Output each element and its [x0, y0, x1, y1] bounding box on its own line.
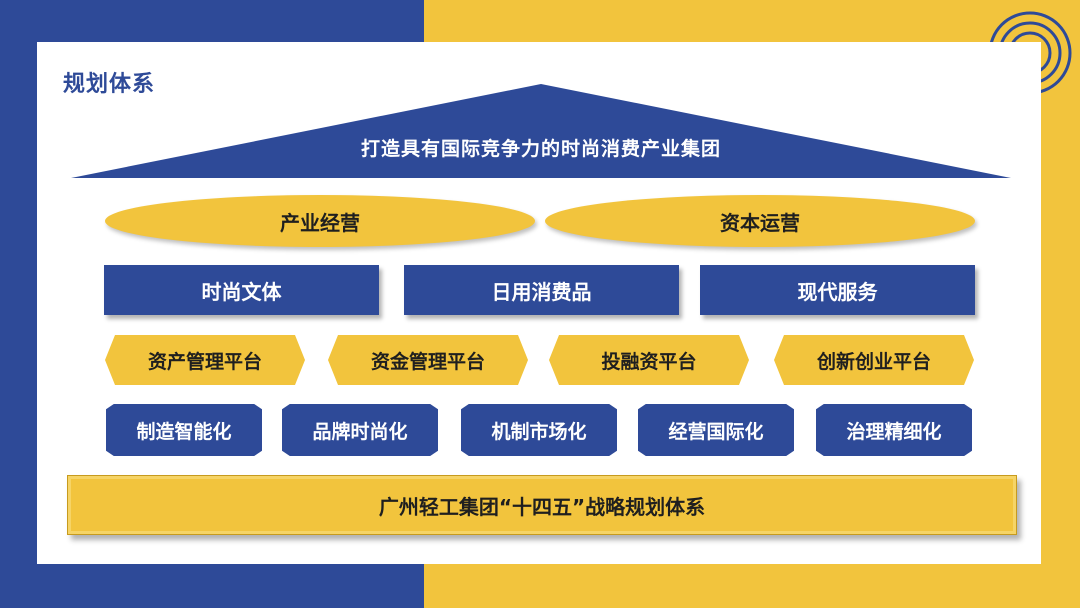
vision-statement: 打造具有国际竞争力的时尚消费产业集团 — [360, 138, 721, 160]
strategy-intelligent-manufacturing: 制造智能化 — [106, 404, 262, 456]
pillar-capital-operation: 资本运营 — [545, 195, 975, 247]
foundation-bar: 广州轻工集团“十四五”战略规划体系 — [67, 475, 1017, 535]
sector-modern-services: 现代服务 — [700, 265, 975, 315]
platform-asset-management: 资产管理平台 — [105, 335, 305, 385]
strategy-market-mechanism: 机制市场化 — [461, 404, 617, 456]
page-title: 规划体系 — [63, 72, 156, 97]
strategy-international-operation: 经营国际化 — [638, 404, 794, 456]
content-card: 规划体系 打造具有国际竞争力的时尚消费产业集团 产业经营 资本运营 时尚文体 日… — [37, 42, 1041, 564]
platform-innovation-entrepreneurship: 创新创业平台 — [774, 335, 974, 385]
platform-fund-management: 资金管理平台 — [328, 335, 528, 385]
sector-fashion-sports: 时尚文体 — [104, 265, 379, 315]
platform-investment-financing: 投融资平台 — [549, 335, 749, 385]
strategy-fashionable-brands: 品牌时尚化 — [282, 404, 438, 456]
pillar-industry-operation: 产业经营 — [105, 195, 535, 247]
strategy-refined-governance: 治理精细化 — [816, 404, 972, 456]
sector-daily-consumer-goods: 日用消费品 — [404, 265, 679, 315]
roof-triangle — [71, 84, 1011, 178]
